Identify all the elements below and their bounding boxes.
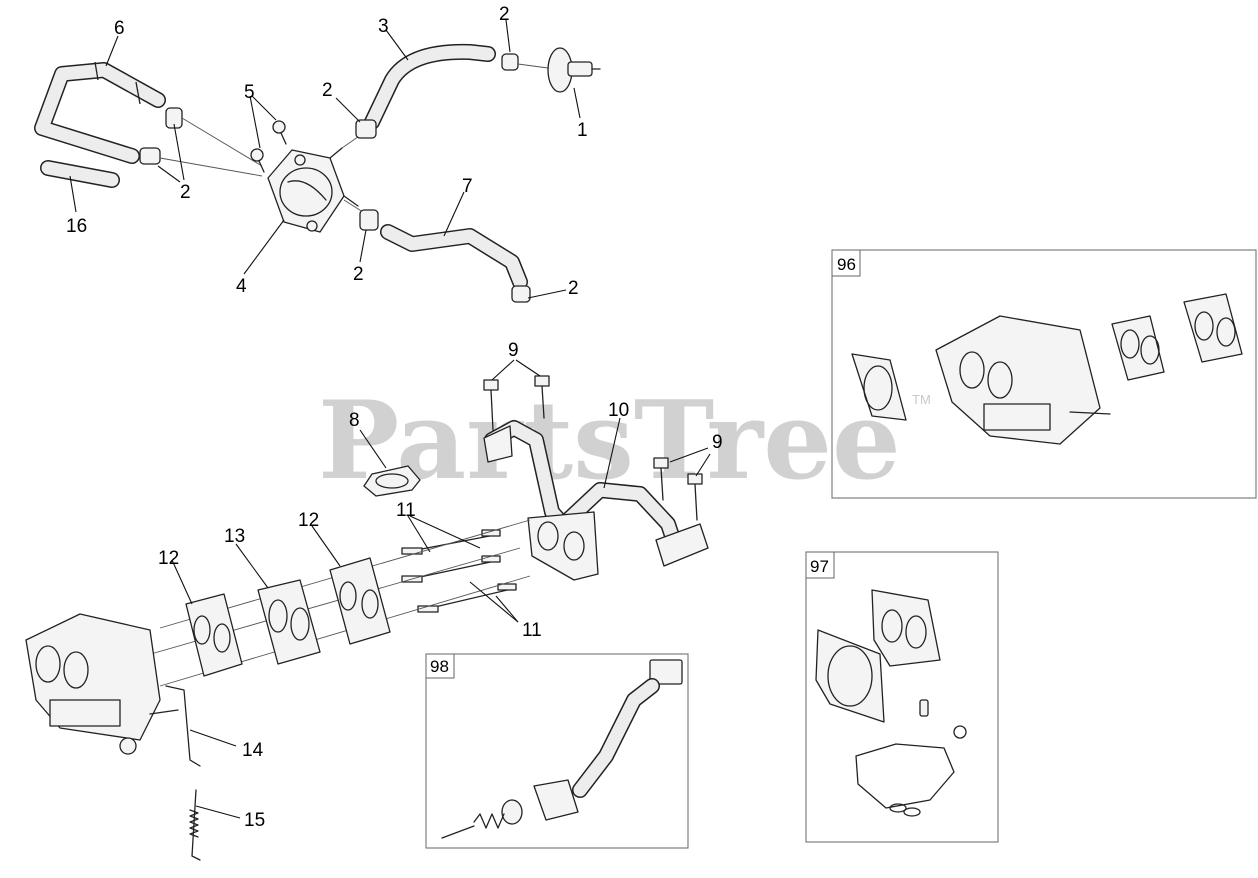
callout-6: 6 <box>114 18 125 39</box>
callout-12-right: 12 <box>298 510 319 531</box>
callout-2-hose3: 2 <box>322 80 333 101</box>
callout-15: 15 <box>244 810 265 831</box>
spacer-13[interactable] <box>257 579 321 665</box>
callout-2-hose7: 2 <box>353 264 364 285</box>
callout-2-filter: 2 <box>499 4 510 25</box>
gasket-12-right[interactable] <box>329 557 391 645</box>
callout-1: 1 <box>577 120 588 141</box>
fuel-filter[interactable] <box>547 47 601 93</box>
callout-11-bottom: 11 <box>522 620 542 641</box>
callout-8: 8 <box>349 410 360 431</box>
clamp-hose-7-lower[interactable] <box>511 285 531 303</box>
gasket-12-left[interactable] <box>185 593 243 677</box>
hose-6[interactable] <box>34 61 166 164</box>
clamp-lower-left[interactable] <box>139 147 161 165</box>
carburetor[interactable] <box>25 613 179 755</box>
callout-13: 13 <box>224 526 245 547</box>
stud-11-a[interactable] <box>401 529 501 555</box>
gasket-8[interactable] <box>363 465 421 497</box>
kit-97-box[interactable]: 97 <box>805 551 999 843</box>
callout-7: 7 <box>462 176 473 197</box>
callout-10: 10 <box>608 400 629 421</box>
callout-14: 14 <box>242 740 264 761</box>
fuel-pump[interactable] <box>267 147 359 233</box>
callout-2-right: 2 <box>568 278 579 299</box>
screw-5-upper[interactable] <box>272 120 287 145</box>
hose-7[interactable] <box>380 224 528 290</box>
governor-spring-15[interactable] <box>189 789 201 861</box>
watermark-tm: TM <box>912 392 931 407</box>
screw-5-lower[interactable] <box>250 148 265 173</box>
clamp-hose-7-upper[interactable] <box>359 209 379 231</box>
callout-5: 5 <box>244 82 255 103</box>
bolt-9-c[interactable] <box>653 457 669 501</box>
kit-96-label: 96 <box>837 255 856 274</box>
callout-11-top: 11 <box>396 500 416 521</box>
kit-96-box[interactable]: 96 <box>831 249 1257 499</box>
kit-98-box[interactable]: 98 <box>425 653 689 849</box>
bolt-9-a[interactable] <box>483 379 499 431</box>
callout-16: 16 <box>66 216 87 237</box>
callout-3: 3 <box>378 16 389 37</box>
hose-16[interactable] <box>40 160 120 188</box>
throttle-rod-14[interactable] <box>165 685 201 767</box>
bolt-9-b[interactable] <box>534 375 550 419</box>
bolt-9-d[interactable] <box>687 473 703 521</box>
callout-9-top: 9 <box>508 340 519 361</box>
clamp-hose-3-lower[interactable] <box>355 119 377 139</box>
hose-3[interactable] <box>364 43 496 130</box>
callout-9-right: 9 <box>712 432 723 453</box>
callout-4: 4 <box>236 276 247 297</box>
kit-98-label: 98 <box>430 657 449 676</box>
callout-12-left: 12 <box>158 548 179 569</box>
callout-2-left: 2 <box>180 182 191 203</box>
kit-97-label: 97 <box>810 557 829 576</box>
intake-manifold[interactable] <box>483 420 709 581</box>
clamp-hose-3-upper[interactable] <box>501 53 519 71</box>
